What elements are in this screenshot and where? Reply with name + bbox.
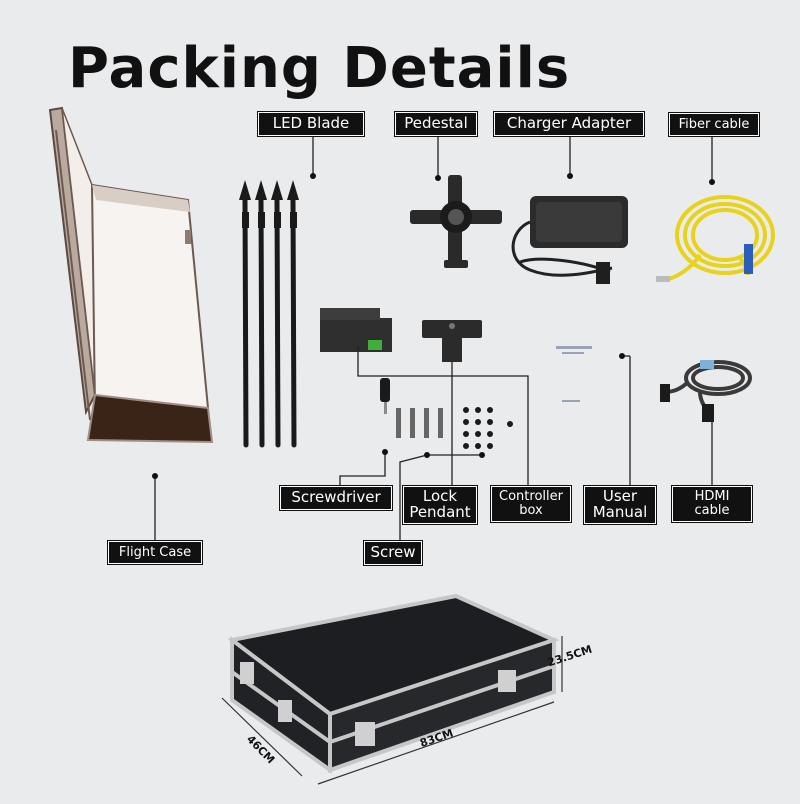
page-title: Packing Details — [68, 36, 571, 101]
lock-pendant-image — [422, 320, 482, 362]
hdmi-plug-2 — [702, 404, 714, 422]
leader-dots — [152, 173, 715, 479]
label-lock-pendant: Lock Pendant — [403, 486, 477, 524]
user-manual-image — [556, 346, 592, 402]
label-fiber-cable: Fiber cable — [669, 113, 759, 136]
label-screw: Screw — [364, 541, 422, 565]
label-hdmi-cable: HDMI cable — [672, 486, 752, 522]
open-flight-case-image — [48, 106, 214, 444]
fiber-connector-blue — [744, 244, 753, 274]
hdmi-tie — [700, 360, 714, 369]
label-user-manual: User Manual — [584, 486, 656, 524]
screwdriver-image — [380, 378, 390, 414]
led-blade-heads — [239, 180, 299, 228]
label-led-blade: LED Blade — [258, 112, 364, 136]
label-controller-box: Controller box — [491, 486, 571, 522]
fiber-connector-silver — [656, 276, 670, 282]
label-flight-case: Flight Case — [108, 541, 202, 564]
leader-lines — [154, 136, 713, 540]
dimension-width: 46CM — [244, 733, 277, 767]
hdmi-plug-1 — [660, 384, 670, 402]
screws-image — [396, 407, 513, 449]
pedestal-image — [410, 175, 502, 268]
closed-flight-case-image — [227, 593, 560, 774]
fiber-cable-image — [664, 195, 775, 282]
controller-box-image — [320, 308, 392, 352]
charger-adapter-image — [511, 196, 628, 284]
dimension-lines — [221, 636, 563, 785]
label-charger-adapter: Charger Adapter — [494, 112, 644, 136]
label-screwdriver: Screwdriver — [280, 486, 392, 510]
led-blades-image — [242, 197, 297, 448]
label-pedestal: Pedestal — [395, 112, 477, 136]
